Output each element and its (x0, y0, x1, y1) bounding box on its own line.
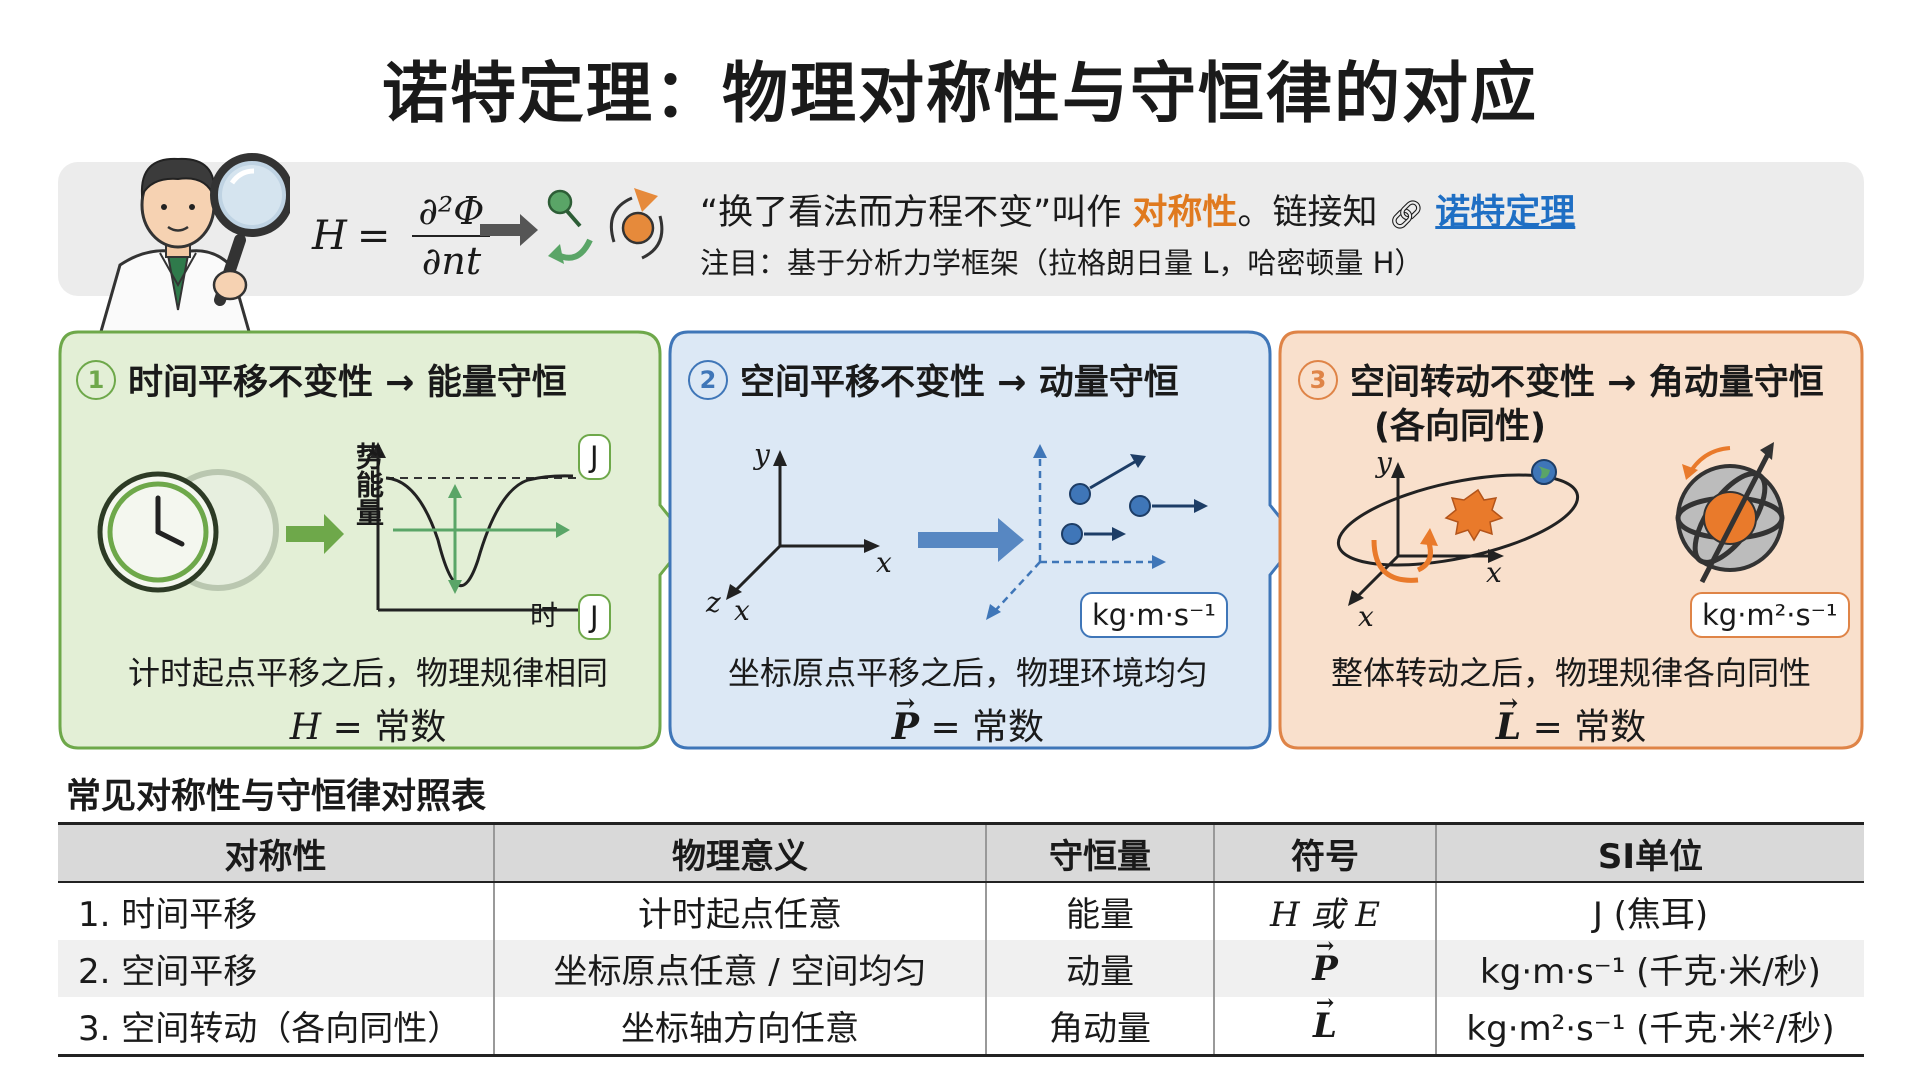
table-cell: P (1213, 940, 1436, 997)
symmetry-term: 对称性 (1132, 193, 1238, 233)
col-conserved: 守恒量 (985, 822, 1214, 883)
transform-icons (480, 188, 664, 264)
panel-2-formula: P = 常数 (668, 698, 1268, 750)
table-cell: J (焦耳) (1435, 882, 1864, 940)
momentum-symbol: P (892, 706, 919, 748)
col-symbol: 符号 (1213, 822, 1436, 883)
table-cell: 坐标轴方向任意 (493, 997, 986, 1057)
panel-2-title-text: 空间平移不变性 → 动量守恒 (740, 363, 1179, 403)
formula-denominator: ∂nt (421, 239, 482, 283)
panel-3-formula: L = 常数 (1278, 698, 1864, 750)
table-row: 2. 空间平移 坐标原点任意 / 空间均匀 动量 P kg·m·s⁻¹ (千克·… (58, 940, 1864, 997)
panel-1-formula-rest: = 常数 (321, 707, 447, 748)
table-cell: 3. 空间转动（各向同性） (58, 997, 494, 1057)
table-title: 常见对称性与守恒律对照表 (66, 777, 487, 817)
panel-1-title: 1 时间平移不变性 → 能量守恒 (76, 354, 567, 405)
momentum-unit: kg·m·s⁻¹ (1080, 592, 1228, 638)
axis-y-label-3: y (1376, 446, 1392, 479)
link-icon: 🔗︎ (1388, 198, 1425, 231)
panel-1-title-text: 时间平移不变性 → 能量守恒 (128, 363, 567, 403)
table-cell: 计时起点任意 (493, 882, 986, 940)
panel-2-desc: 坐标原点平移之后，物理环境均匀 (727, 654, 1208, 692)
formula-eq: = (356, 213, 391, 259)
axis-y-label: y (754, 438, 770, 471)
panel-2-number: 2 (688, 359, 728, 400)
earth-icon (1531, 459, 1557, 485)
panel-2-illustration (726, 444, 1208, 620)
gyroscope-icon (1675, 442, 1785, 584)
momentum-symbol-cell: P (1312, 949, 1338, 989)
panel-2-title: 2 空间平移不变性 → 动量守恒 (688, 354, 1179, 405)
panel-space-translation: 2 空间平移不变性 → 动量守恒 y x z x kg·m·s⁻¹ 坐标原点平移… (668, 330, 1300, 750)
table-cell: kg·m²·s⁻¹ (千克·米²/秒) (1435, 997, 1864, 1057)
table-cell: H 或 E (1213, 882, 1436, 940)
sun-icon (1444, 488, 1504, 542)
unit-top: J (578, 434, 611, 480)
angular-momentum-symbol-cell: L (1313, 1006, 1337, 1046)
table-cell: L (1213, 997, 1436, 1057)
panel-3-formula-rest: = 常数 (1521, 707, 1647, 748)
formula-lhs: H (312, 213, 347, 259)
angular-momentum-symbol: L (1496, 706, 1521, 748)
unit-bottom: J (578, 594, 611, 640)
energy-axis-label: 势能量 (352, 442, 385, 526)
page-title: 诺特定理：物理对称性与守恒律的对应 (382, 55, 1538, 132)
table-header-row: 对称性 物理意义 守恒量 符号 SI单位 (58, 822, 1864, 883)
col-meaning: 物理意义 (493, 822, 986, 883)
axis-x2-label-3: x (1358, 600, 1374, 633)
table-cell: 角动量 (985, 997, 1214, 1057)
axis-z-label: z (706, 586, 721, 619)
formula-numerator: ∂²Φ (412, 189, 491, 237)
table-row: 1. 时间平移 计时起点任意 能量 H 或 E J (焦耳) (58, 882, 1864, 940)
col-si-unit: SI单位 (1435, 822, 1864, 883)
axis-x-label-3: x (1486, 556, 1502, 589)
energy-symbol: H (289, 707, 322, 748)
intro-formula: H = ∂²Φ ∂nt (312, 186, 491, 286)
rotation-arrow-icon (609, 188, 664, 260)
intro-line-1-text: “换了看法而方程不变”叫作 (700, 193, 1122, 233)
col-symmetry: 对称性 (58, 822, 494, 883)
panel-3-title-text: 空间转动不变性 → 角动量守恒 (1350, 363, 1824, 403)
panel-rotation: 3 空间转动不变性 → 角动量守恒 (各向同性) (1278, 330, 1864, 750)
intro-line-1-mid: 。链接知 (1237, 193, 1378, 233)
table-cell: kg·m·s⁻¹ (千克·米/秒) (1435, 940, 1864, 997)
table-cell: 2. 空间平移 (58, 940, 494, 997)
table-cell: 1. 时间平移 (78, 895, 258, 935)
panel-1-desc: 计时起点平移之后，物理规律相同 (127, 654, 608, 692)
table-row: 3. 空间转动（各向同性） 坐标轴方向任意 角动量 L kg·m²·s⁻¹ (千… (58, 997, 1864, 1057)
noether-theorem-link[interactable]: 诺特定理 (1435, 193, 1576, 233)
panel-time-translation: 1 时间平移不变性 → 能量守恒 势能量 时 J J 计时起点平移之后，物理规律… (58, 330, 690, 750)
table-cell: 坐标原点任意 / 空间均匀 (493, 940, 986, 997)
panel-3-title: 3 空间转动不变性 → 角动量守恒 (1298, 354, 1824, 405)
table-cell: 能量 (985, 882, 1214, 940)
angular-momentum-unit: kg·m²·s⁻¹ (1690, 592, 1850, 638)
panel-3-illustration (1336, 442, 1785, 606)
intro-banner (58, 162, 1864, 296)
table-cell: 动量 (985, 940, 1214, 997)
panel-1-formula: H = 常数 (58, 698, 678, 750)
intro-line-1: “换了看法而方程不变”叫作 对称性。链接知 🔗︎ 诺特定理 (700, 184, 1575, 235)
axis-x2-label: x (734, 594, 750, 627)
panel-3-number: 3 (1298, 359, 1338, 400)
clock-icon (97, 469, 279, 593)
panel-2-formula-rest: = 常数 (919, 707, 1045, 748)
scientist-avatar (98, 153, 290, 335)
axis-x-label: x (876, 546, 892, 579)
panel-3-subtitle: (各向同性) (1374, 407, 1546, 447)
panel-3-desc: 整体转动之后，物理规律各向同性 (1330, 654, 1811, 692)
panel-1-number: 1 (76, 359, 116, 400)
symmetry-table: 对称性 物理意义 守恒量 符号 SI单位 1. 时间平移 计时起点任意 能量 H… (58, 822, 1864, 1057)
intro-line-2: 注目：基于分析力学框架（拉格朗日量 L，哈密顿量 H） (700, 246, 1424, 280)
time-axis-label: 时 (530, 599, 559, 632)
